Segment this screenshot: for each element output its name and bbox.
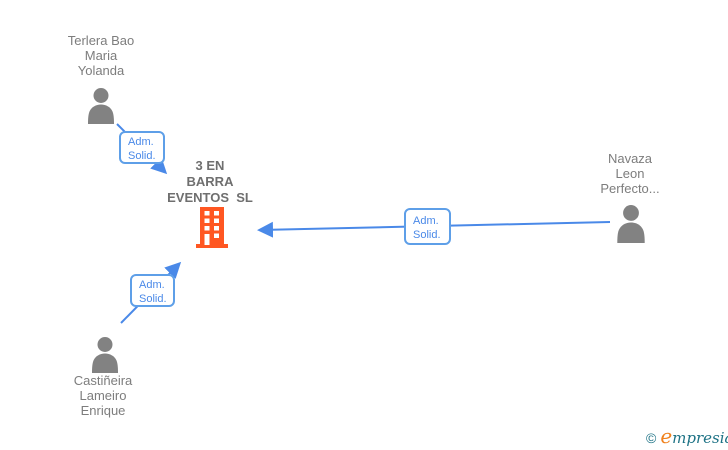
edge-label-line: Adm.	[128, 136, 154, 148]
node-label-line: Leon	[615, 166, 645, 181]
node-label-line: Maria	[84, 48, 118, 63]
node-label-line: Perfecto...	[600, 181, 660, 196]
node-label-line: EVENTOS SL	[167, 190, 253, 205]
logo-brand-rest: mpresia	[672, 429, 728, 447]
copyright-symbol: ©	[646, 430, 657, 446]
node-label-line: Navaza	[607, 151, 653, 166]
edge-label-line: Solid.	[139, 293, 167, 305]
edge-label-line: Adm.	[413, 215, 439, 227]
edge-label-line: Solid.	[413, 229, 441, 241]
node-label-person-top-left[interactable]: Terlera Bao Maria Yolanda	[41, 33, 161, 78]
edge-label-adm-solid-top-left: Adm. Solid.	[119, 131, 165, 164]
edge-label-adm-solid-right: Adm. Solid.	[404, 208, 451, 245]
edge-label-line: Adm.	[139, 279, 165, 291]
person-icon[interactable]	[88, 336, 122, 373]
node-label-line: BARRA	[186, 174, 234, 189]
edge-label-adm-solid-bottom-left: Adm. Solid.	[130, 274, 175, 307]
node-label-company[interactable]: 3 EN BARRA EVENTOS SL	[150, 158, 270, 206]
edge-label-line: Solid.	[128, 150, 156, 162]
node-label-line: Yolanda	[77, 63, 125, 78]
node-label-line: Enrique	[80, 403, 126, 418]
node-label-line: Lameiro	[79, 388, 127, 403]
building-icon[interactable]	[194, 207, 230, 248]
person-icon[interactable]	[84, 87, 118, 124]
node-label-line: 3 EN	[195, 158, 225, 173]
node-label-person-right[interactable]: Navaza Leon Perfecto...	[570, 151, 690, 196]
node-label-line: Terlera Bao	[67, 33, 135, 48]
logo-brand-first-letter: e	[660, 424, 673, 448]
empresia-logo[interactable]: © e mpresia	[646, 426, 728, 448]
node-label-person-bottom-left[interactable]: Castiñeira Lameiro Enrique	[43, 373, 163, 418]
person-icon[interactable]	[613, 204, 649, 243]
node-label-line: Castiñeira	[73, 373, 133, 388]
